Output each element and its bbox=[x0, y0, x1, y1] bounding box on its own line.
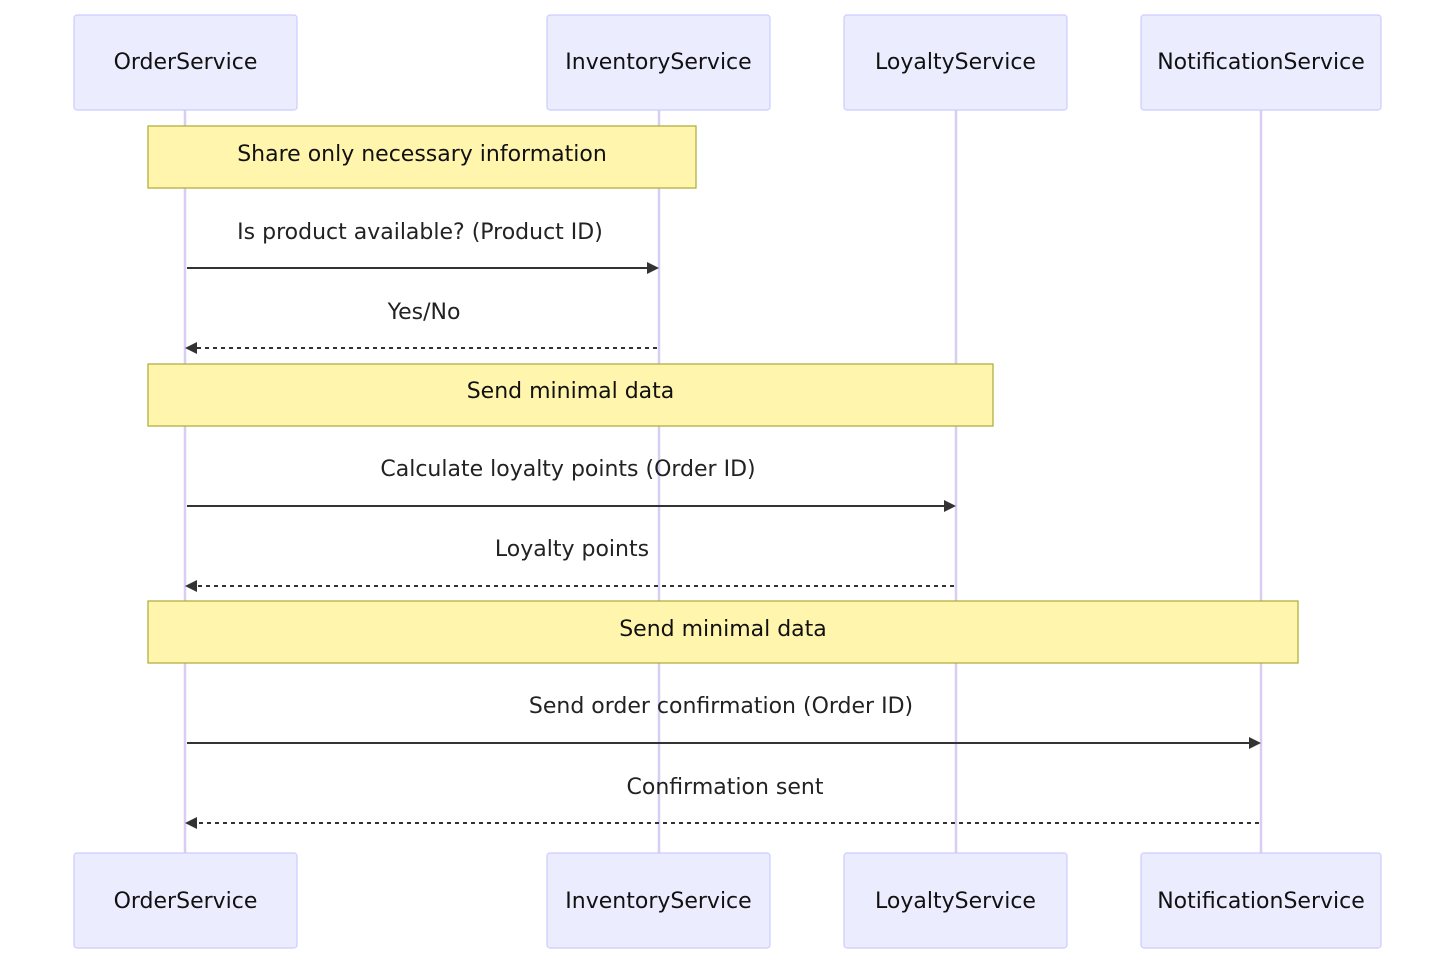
actor-label: InventoryService bbox=[565, 50, 751, 75]
actor-bottom-notification: NotificationService bbox=[1140, 852, 1382, 949]
note-send-minimal-data-notification: Send minimal data bbox=[147, 600, 1299, 664]
actor-label: NotificationService bbox=[1157, 889, 1365, 914]
message-label: Is product available? (Product ID) bbox=[237, 220, 603, 245]
note-label: Send minimal data bbox=[467, 379, 675, 404]
message-loyalty-points: Loyalty points bbox=[185, 537, 954, 592]
actor-label: OrderService bbox=[114, 889, 258, 914]
actor-bottom-inventory: InventoryService bbox=[546, 852, 771, 949]
note-label: Share only necessary information bbox=[237, 142, 607, 167]
message-calculate-loyalty: Calculate loyalty points (Order ID) bbox=[187, 457, 956, 512]
message-confirmation-sent: Confirmation sent bbox=[185, 775, 1259, 829]
actor-label: InventoryService bbox=[565, 889, 751, 914]
actor-bottom-order: OrderService bbox=[73, 852, 298, 949]
message-label: Confirmation sent bbox=[627, 775, 824, 800]
message-label: Yes/No bbox=[387, 300, 461, 325]
actor-top-loyalty: LoyaltyService bbox=[843, 14, 1068, 111]
note-send-minimal-data-loyalty: Send minimal data bbox=[147, 363, 994, 427]
message-product-availability: Is product available? (Product ID) bbox=[187, 220, 659, 274]
actor-top-order: OrderService bbox=[73, 14, 298, 111]
message-label: Send order confirmation (Order ID) bbox=[529, 694, 913, 719]
message-label: Calculate loyalty points (Order ID) bbox=[380, 457, 755, 482]
actor-label: LoyaltyService bbox=[875, 50, 1036, 75]
actor-label: NotificationService bbox=[1157, 50, 1365, 75]
actor-label: LoyaltyService bbox=[875, 889, 1036, 914]
note-label: Send minimal data bbox=[619, 617, 827, 642]
message-label: Loyalty points bbox=[495, 537, 649, 562]
note-share-only-necessary: Share only necessary information bbox=[147, 125, 697, 189]
actor-top-notification: NotificationService bbox=[1140, 14, 1382, 111]
actor-bottom-loyalty: LoyaltyService bbox=[843, 852, 1068, 949]
actor-label: OrderService bbox=[114, 50, 258, 75]
message-send-order-confirmation: Send order confirmation (Order ID) bbox=[187, 694, 1261, 749]
message-yes-no: Yes/No bbox=[185, 300, 657, 354]
actor-top-inventory: InventoryService bbox=[546, 14, 771, 111]
